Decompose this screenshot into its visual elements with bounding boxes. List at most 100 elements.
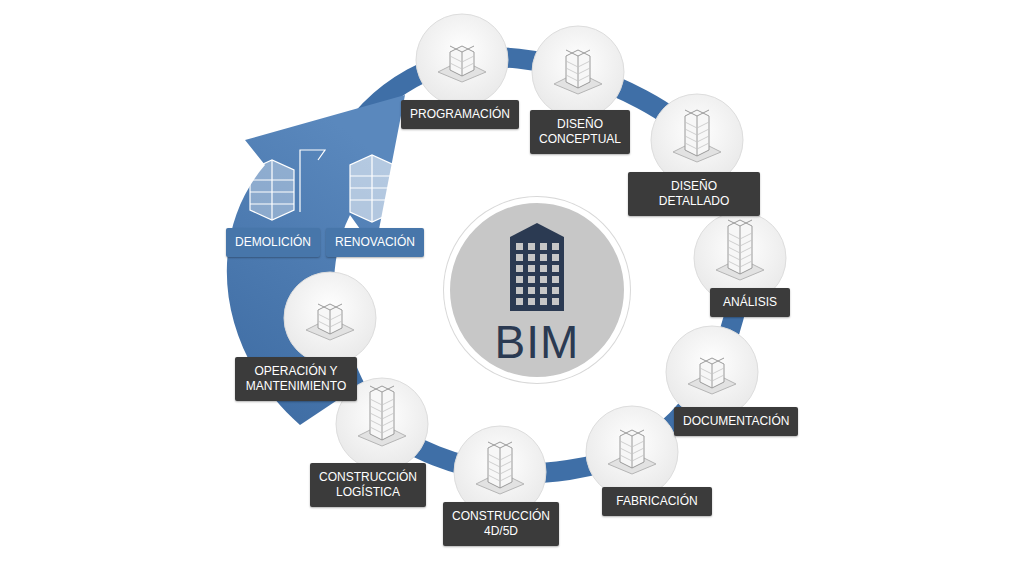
icon-edge xyxy=(566,50,590,88)
icon-edge xyxy=(728,220,752,274)
icon-floor xyxy=(728,254,752,260)
icon-floor xyxy=(370,399,394,405)
icon-floor xyxy=(620,441,644,447)
building-window xyxy=(552,265,559,272)
icon-edge xyxy=(318,304,342,334)
icon-floor xyxy=(566,75,590,81)
building-window xyxy=(528,254,535,261)
icon-floor xyxy=(685,143,709,149)
stage-label: CONSTRUCCIÓN LOGÍSTICA xyxy=(310,463,426,507)
stage-name: PROGRAMACIÓN xyxy=(410,107,510,122)
building-window xyxy=(528,243,535,250)
stage-icon xyxy=(586,406,678,498)
stage-label: PROGRAMACIÓN xyxy=(401,100,519,129)
icon-building xyxy=(728,220,752,274)
building-window xyxy=(540,287,547,294)
icon-floor xyxy=(318,314,342,320)
icon-floor xyxy=(700,375,724,381)
icon-floor xyxy=(700,368,724,374)
stage-label: DISEÑO DETALLADO xyxy=(628,172,760,216)
renovation-building xyxy=(350,148,425,222)
icon-floor xyxy=(450,63,474,69)
stage-label: CONSTRUCCIÓN 4D/5D xyxy=(443,502,559,546)
icon-floor xyxy=(728,233,752,239)
stage-icon xyxy=(416,14,508,106)
icon-floor xyxy=(728,240,752,246)
icon-floor xyxy=(370,420,394,426)
icon-floor xyxy=(566,61,590,67)
icon-building xyxy=(370,386,394,440)
stage-icon xyxy=(666,326,758,418)
stage-label: DISEÑO CONCEPTUAL xyxy=(530,110,630,154)
icon-building xyxy=(685,110,709,156)
building-window xyxy=(516,254,523,261)
hub-title: BIM xyxy=(450,315,624,369)
building-window xyxy=(540,254,547,261)
icon-edge xyxy=(450,46,474,76)
icon-floor xyxy=(685,129,709,135)
stage-label: DEMOLICIÓN xyxy=(226,228,320,257)
stage-icons xyxy=(284,14,786,518)
stage-label: FABRICACIÓN xyxy=(602,487,712,516)
icon-floor xyxy=(370,427,394,433)
stage-name: DISEÑO DETALLADO xyxy=(637,179,751,209)
stage-name: DISEÑO CONCEPTUAL xyxy=(539,117,621,147)
icon-floor xyxy=(685,136,709,142)
icon-building xyxy=(318,304,342,334)
icon-floor xyxy=(318,321,342,327)
icon-edge xyxy=(370,386,394,440)
stage-label: OPERACIÓN Y MANTENIMIENTO xyxy=(235,357,357,401)
stage-name: DEMOLICIÓN xyxy=(235,235,311,250)
icon-building xyxy=(620,430,644,468)
bim-hub-circle: BIM xyxy=(444,197,630,383)
icon-floor xyxy=(370,406,394,412)
stage-name: ANÁLISIS xyxy=(719,295,781,310)
icon-building xyxy=(488,442,512,488)
stage-label: RENOVACIÓN xyxy=(326,228,424,257)
building-window xyxy=(552,254,559,261)
icon-circle xyxy=(416,14,508,106)
icon-building xyxy=(566,50,590,88)
building-window xyxy=(528,276,535,283)
building-window xyxy=(528,287,535,294)
building-body xyxy=(510,223,564,311)
icon-floor xyxy=(728,261,752,267)
stage-label: ANÁLISIS xyxy=(710,288,790,317)
stage-name: OPERACIÓN Y MANTENIMIENTO xyxy=(244,364,348,394)
building-window xyxy=(552,298,559,305)
icon-floor xyxy=(685,122,709,128)
stage-name: RENOVACIÓN xyxy=(335,235,415,250)
icon-floor xyxy=(620,448,644,454)
building-window xyxy=(528,265,535,272)
icon-building xyxy=(700,358,724,388)
stage-label: DOCUMENTACIÓN xyxy=(674,407,798,436)
stage-name: DOCUMENTACIÓN xyxy=(683,414,789,429)
building-window xyxy=(516,298,523,305)
building-window xyxy=(552,243,559,250)
icon-circle xyxy=(666,326,758,418)
icon-floor xyxy=(370,413,394,419)
stage-icon xyxy=(532,26,624,118)
demolition-building xyxy=(250,150,325,220)
building-window xyxy=(516,265,523,272)
icon-edge xyxy=(685,110,709,156)
icon-building xyxy=(450,46,474,76)
icon-floor xyxy=(488,461,512,467)
building-window xyxy=(552,276,559,283)
icon-floor xyxy=(620,455,644,461)
icon-floor xyxy=(728,247,752,253)
building-window xyxy=(540,265,547,272)
icon-floor xyxy=(450,56,474,62)
cycle-arrow xyxy=(227,95,405,425)
icon-floor xyxy=(488,468,512,474)
icon-circle xyxy=(532,26,624,118)
icon-floor xyxy=(488,475,512,481)
stage-name: FABRICACIÓN xyxy=(611,494,703,509)
building-window xyxy=(540,276,547,283)
icon-edge xyxy=(488,442,512,488)
icon-floor xyxy=(488,454,512,460)
building-window xyxy=(540,243,547,250)
icon-edge xyxy=(620,430,644,468)
icon-circle xyxy=(586,406,678,498)
